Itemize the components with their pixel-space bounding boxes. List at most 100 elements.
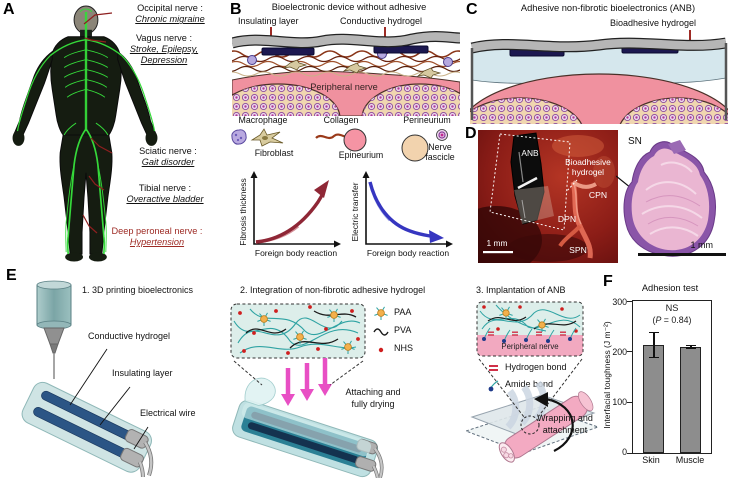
fibroblast-icon: [250, 128, 284, 147]
panel-d-letter: D: [465, 125, 477, 142]
device-without-adhesive-illustration: Peripheral nerve: [232, 30, 460, 116]
nhs-icon: [378, 347, 384, 353]
dpn-label: DPN: [558, 214, 576, 224]
panel-c-letter: C: [466, 1, 478, 18]
sn-label: SN: [628, 136, 642, 147]
bioadhesive-hydrogel-label: Bioadhesive hydrogel: [610, 18, 697, 28]
nerve-name: Tibial nerve :: [138, 183, 192, 193]
label-conductive-hydrogel: Conductive hydrogel: [88, 331, 171, 341]
panel-b: B Bioelectronic device without adhesive …: [228, 0, 464, 265]
panel-c-title: Adhesive non-fibrotic bioelectronics (AN…: [520, 3, 696, 13]
nerve-name: Deep peroneal nerve :: [111, 226, 203, 236]
errorbar-muscle: [687, 344, 695, 349]
nerve-annotation-vagus: Vagus nerve : Stroke, Epilepsy, Depressi…: [106, 33, 222, 67]
nerve-condition: Gait disorder: [141, 157, 195, 168]
paa-label: PAA: [394, 307, 412, 317]
ytick-300: 300: [612, 297, 627, 307]
spn-label: SPN: [569, 245, 587, 255]
panel-a-letter: A: [3, 1, 15, 18]
hydrogel-pointer: [565, 179, 578, 193]
human-body-nerve-map: [12, 5, 158, 262]
frame-edges: [470, 43, 728, 120]
fibrosis-graph-ylabel: Fibrosis thickness: [238, 178, 248, 246]
panel-a: A: [0, 0, 228, 265]
printed-device: [21, 381, 154, 477]
insulating-pointer-line: [270, 27, 272, 41]
hydrogen-bonds: [488, 331, 566, 336]
histology-scale-text: 1 mm: [691, 240, 714, 250]
panel-b-letter: B: [230, 1, 242, 18]
significance-label: NS: [665, 303, 679, 313]
insulating-layer-band: [470, 37, 727, 54]
electric-transfer-graph: Electric transfer Foreign body reaction: [350, 171, 453, 258]
legend-perineurium-label: Perineurium: [403, 115, 451, 125]
electric-graph-xlabel: Foreign body reaction: [367, 248, 449, 258]
electrode-left: [261, 47, 315, 56]
histology-scale-bar: [638, 253, 726, 256]
nerve-branch-cpn: [571, 180, 597, 189]
nerve-branch-spn: [558, 224, 582, 248]
attaching-text: Attaching and fully drying: [345, 387, 401, 409]
significance-pvalue: (P = 0.84): [652, 315, 692, 325]
implantation-photo: ANB Bioadhesive hydrogel CPN DPN SPN 1 m…: [478, 130, 618, 263]
bonding-inset: Peripheral nerve: [476, 301, 584, 357]
xcat-skin: Skin: [642, 455, 660, 465]
nerve-annotation-tibial: Tibial nerve : Overactive bladder: [102, 183, 228, 205]
printer-nozzle-icon: [36, 280, 72, 379]
amide-bond-label: Amide bond: [505, 379, 554, 389]
nerve-condition: Overactive bladder: [126, 194, 204, 205]
insulating-layer-band: [232, 30, 460, 49]
bioadhesive-label-line1: Bioadhesive: [565, 157, 611, 167]
nerve-name: Sciatic nerve :: [139, 146, 197, 156]
panel-f: F Adhesion test Interfacial toughness (J…: [602, 265, 732, 480]
perineurium-icon: [401, 134, 429, 162]
anb-device-illustration: [470, 37, 728, 124]
ytick-200: 200: [612, 346, 627, 357]
nerve-section-inner: [631, 148, 710, 251]
paa-icon: [377, 309, 385, 317]
step1-title: 1. 3D printing bioelectronics: [82, 285, 194, 295]
contact-dashed-circle: [520, 415, 540, 435]
legend-epineurium-label: Epineurium: [338, 150, 384, 160]
adhesion-test-title: Adhesion test: [641, 283, 699, 293]
bar-chart-ylabel: Interfacial toughness (J m⁻²): [602, 321, 612, 429]
electric-graph-ylabel: Electric transfer: [350, 182, 360, 241]
epineurium-icon: [343, 128, 367, 152]
panel-c: C Adhesive non-fibrotic bioelectronics (…: [464, 0, 732, 128]
polymer-legend-icons: [373, 306, 389, 353]
amide-bonds: [482, 327, 577, 343]
printing-illustration: [21, 280, 154, 477]
panel-e: E 1. 3D printing bioelectronics 2. Integ…: [0, 265, 604, 480]
macrophage-icon: [231, 129, 247, 145]
ytick-100: 100: [612, 397, 627, 408]
bioadhesive-label-line2: hydrogel: [572, 167, 604, 177]
histology-section: SN 1 mm: [616, 136, 726, 257]
errorbar-skin: [650, 331, 658, 359]
nerve-lines: [16, 8, 156, 255]
fibrosis-graph-xlabel: Foreign body reaction: [255, 248, 337, 258]
panel-b-title: Bioelectronic device without adhesive: [271, 2, 427, 12]
anb-label: ANB: [521, 148, 539, 158]
nerve-fascicle-bundles: [232, 83, 460, 116]
nerve-fascicle-bundles: [470, 97, 728, 124]
photo-scale-text: 1 mm: [487, 238, 508, 248]
peripheral-nerve-label: Peripheral nerve: [310, 82, 377, 92]
insulating-layer-label: Insulating layer: [238, 16, 299, 26]
bar-skin: [643, 345, 664, 453]
bar-muscle: [680, 346, 701, 453]
step2-title: 2. Integration of non-fibrotic adhesive …: [240, 285, 426, 295]
hydrogen-bond-label: Hydrogen bond: [505, 362, 567, 372]
attaching-illustration: [232, 358, 384, 478]
cpn-label: CPN: [589, 190, 607, 200]
nerve-condition: Hypertension: [129, 237, 185, 248]
polymer-network-inset: [230, 303, 366, 359]
bar-chart-plot: 0 100 200 300 NS (P = 0.84): [612, 297, 712, 457]
pva-icon: [373, 328, 389, 336]
panel-f-letter: F: [603, 273, 613, 290]
legend-fibroblast-label: Fibroblast: [254, 148, 294, 158]
fibroblast-cells: [282, 59, 442, 79]
nerve-annotation-deep-peroneal: Deep peroneal nerve : Hypertension: [86, 226, 228, 248]
legend-macrophage-label: Macrophage: [238, 115, 288, 125]
panel-a-pointer-lines: [82, 12, 113, 234]
